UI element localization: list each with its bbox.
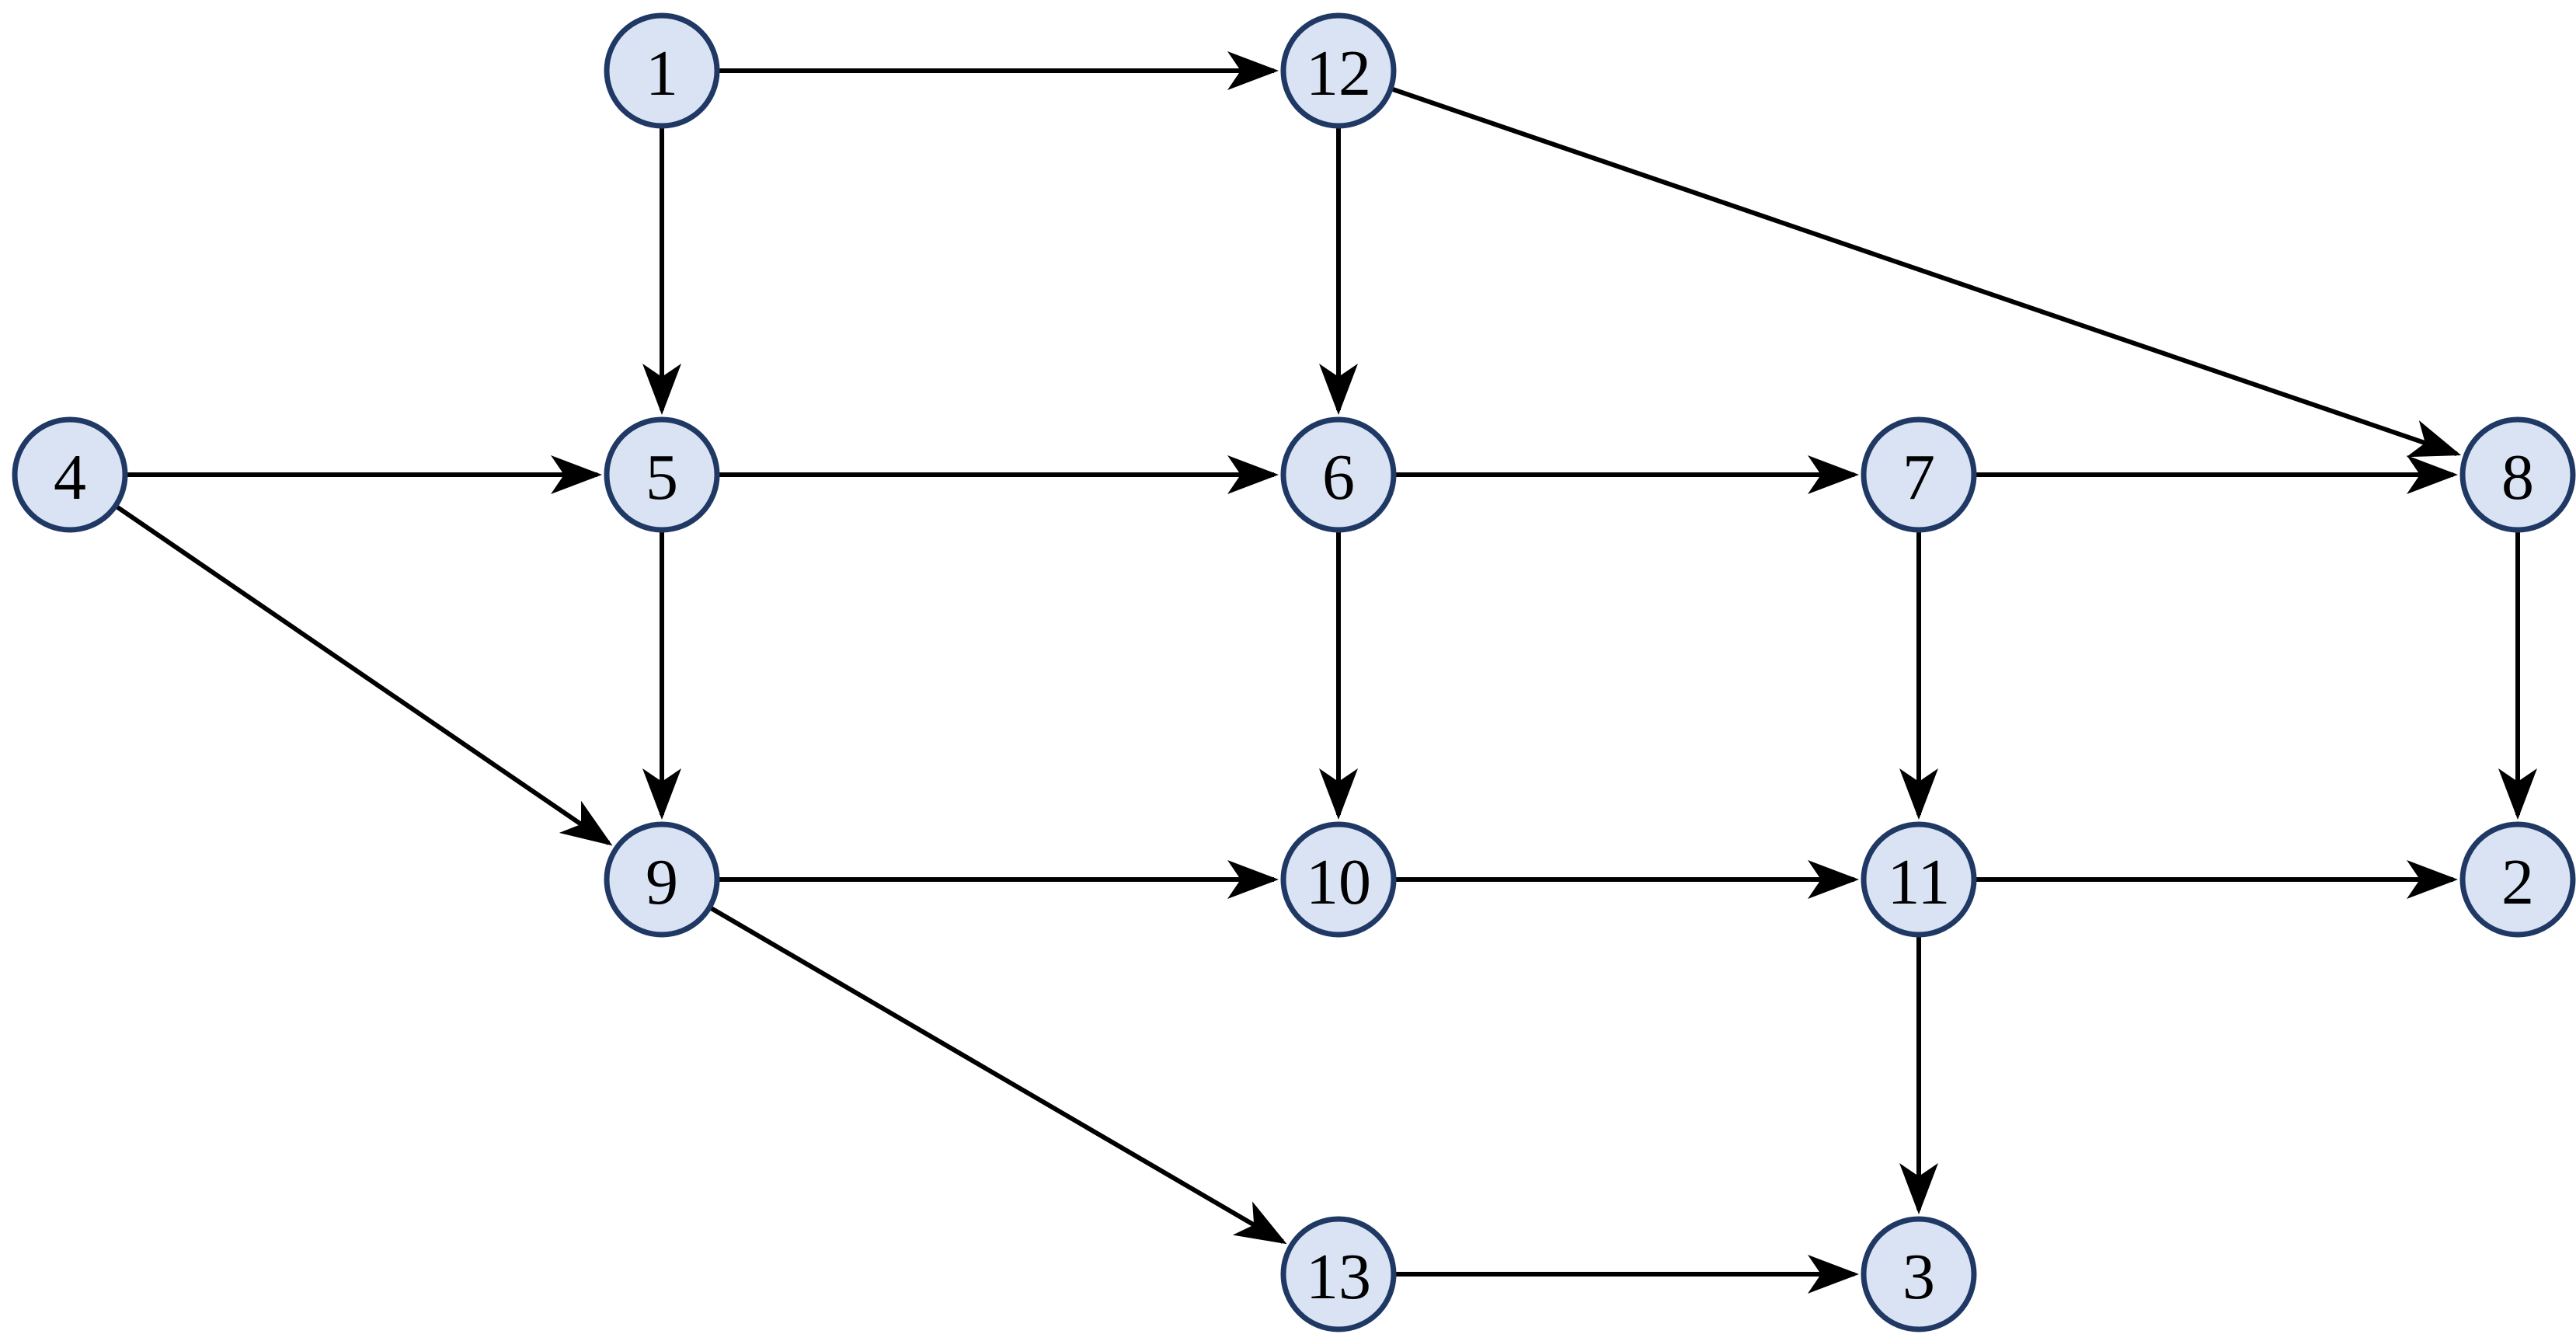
node-4: 4	[12, 416, 128, 533]
node-1: 1	[604, 12, 720, 129]
node-circle-10	[1280, 821, 1397, 938]
node-7: 7	[1861, 416, 1977, 533]
node-3: 3	[1861, 1216, 1977, 1332]
node-13: 13	[1280, 1216, 1397, 1332]
node-circle-3	[1861, 1216, 1977, 1332]
node-5: 5	[604, 416, 720, 533]
node-circle-13	[1280, 1216, 1397, 1332]
node-12: 12	[1280, 12, 1397, 129]
edge-12-8	[1390, 86, 2462, 458]
node-9: 9	[604, 821, 720, 938]
edge-9-13	[708, 905, 1287, 1245]
node-circle-5	[604, 416, 720, 533]
node-circle-6	[1280, 416, 1397, 533]
node-circle-8	[2459, 416, 2576, 533]
node-11: 11	[1861, 821, 1977, 938]
node-2: 2	[2459, 821, 2576, 938]
node-circle-7	[1861, 416, 1977, 533]
node-circle-2	[2459, 821, 2576, 938]
node-circle-12	[1280, 12, 1397, 129]
node-circle-11	[1861, 821, 1977, 938]
node-circle-9	[604, 821, 720, 938]
node-circle-4	[12, 416, 128, 533]
edges-layer	[113, 51, 2537, 1294]
node-10: 10	[1280, 821, 1397, 938]
node-8: 8	[2459, 416, 2576, 533]
node-6: 6	[1280, 416, 1397, 533]
edge-4-9	[113, 503, 613, 846]
node-circle-1	[604, 12, 720, 129]
